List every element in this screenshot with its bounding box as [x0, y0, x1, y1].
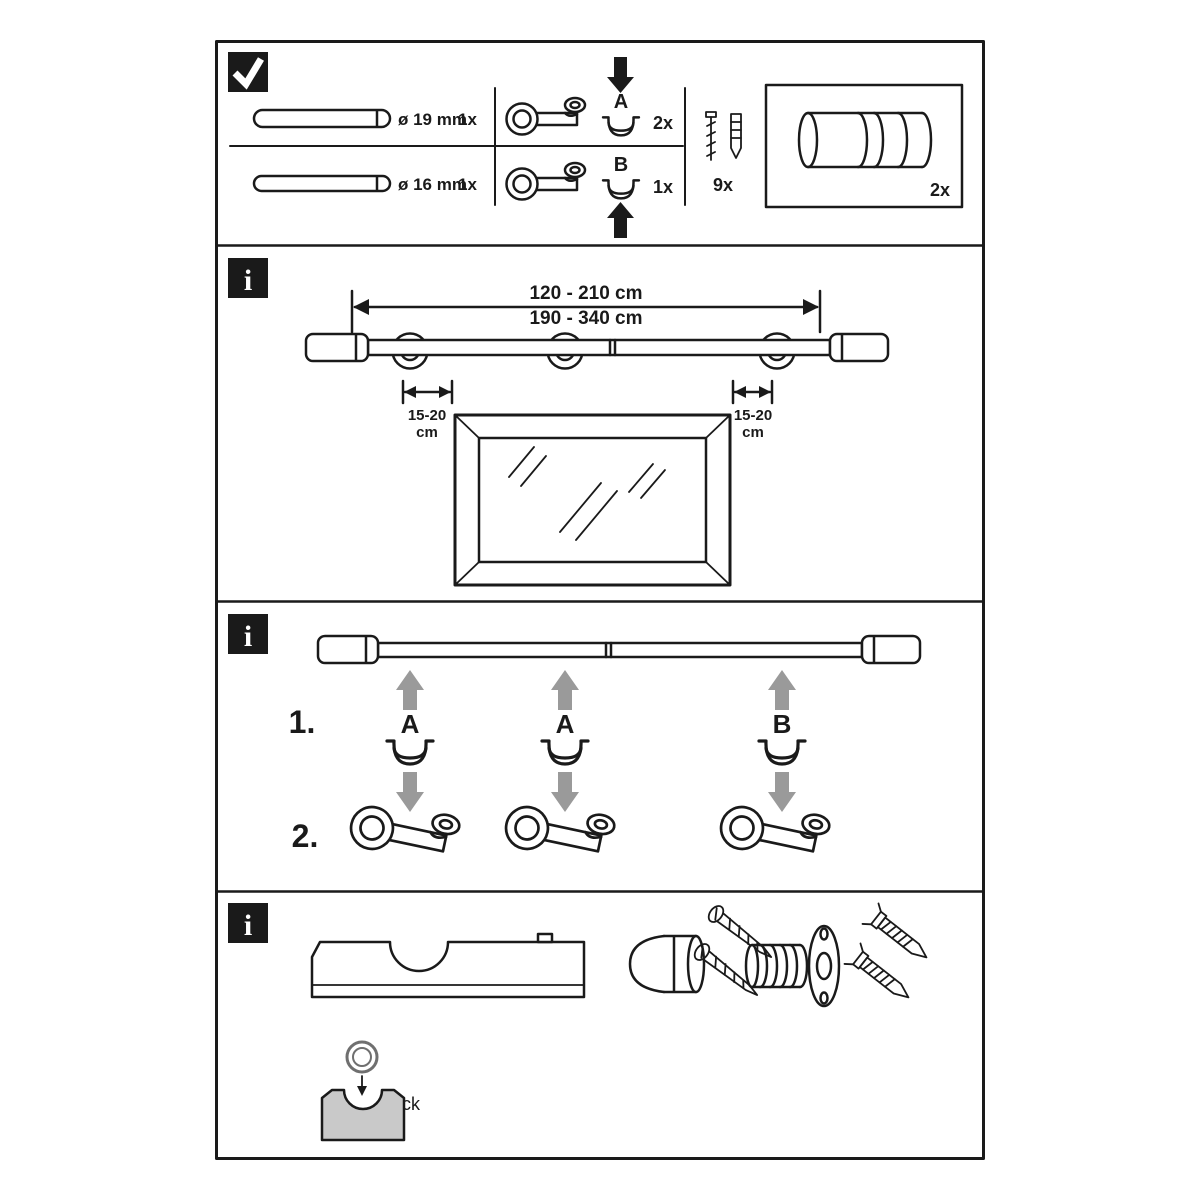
- info-badge-sizing: i: [228, 258, 268, 298]
- glass-reflection-lines: [508, 446, 666, 541]
- rod-19-label: ø 19 mm: [398, 110, 467, 129]
- clip-a-label: A: [614, 91, 628, 113]
- up-arrow-icon: [607, 202, 634, 238]
- down-arrow-icon: [396, 772, 424, 812]
- clip-b-drawing: [601, 179, 641, 200]
- section-fixing: i: [228, 902, 936, 1142]
- offset-dimension-left: 15-20 cm: [401, 379, 454, 441]
- rod-16-label: ø 16 mm: [398, 175, 467, 194]
- down-arrow-icon: [768, 772, 796, 812]
- up-arrow-icon: [396, 670, 424, 710]
- rail-profile-drawing: [310, 932, 586, 999]
- rod-drawing: [316, 634, 922, 665]
- wall-bracket-drawing-2: [505, 161, 587, 201]
- rod-16-drawing: [252, 174, 392, 193]
- clip-a-qty: 2x: [653, 113, 673, 133]
- length-range-long: 190 - 340 cm: [529, 308, 642, 329]
- screws-drawing: [705, 111, 742, 161]
- clip-row: [385, 739, 807, 766]
- rod-16-qty: 1x: [458, 175, 477, 194]
- up-arrow-icon: [768, 670, 796, 710]
- window-drawing: [453, 413, 732, 587]
- end-cap-box: 2x: [764, 83, 964, 209]
- step-2-label: 2.: [292, 818, 319, 854]
- clip-block-drawing: [320, 1088, 406, 1142]
- check-badge: [228, 52, 268, 92]
- offset-left-value: 15-20: [408, 407, 446, 424]
- screws-qty: 9x: [713, 175, 733, 195]
- parts-grid-lines: [229, 87, 686, 206]
- rod-19-drawing: [252, 108, 392, 129]
- clip-b-label: B: [614, 154, 628, 176]
- end-cap-qty: 2x: [930, 180, 950, 200]
- offset-right-value: 15-20: [734, 407, 772, 424]
- down-arrow-icon: [551, 772, 579, 812]
- small-down-arrow-icon: [357, 1086, 367, 1096]
- clip-b-qty: 1x: [653, 177, 673, 197]
- curtain-rod-drawing: [304, 332, 890, 370]
- clip-a-drawing: [601, 116, 641, 137]
- click-detail-drawing: Click: [320, 1040, 421, 1142]
- wall-bracket-drawing-1: [505, 96, 587, 136]
- section-sizing: i 120 - 210 cm 190 - 340 cm: [228, 258, 890, 587]
- clip-label-1: A: [401, 709, 420, 739]
- step-1-label: 1.: [289, 704, 316, 740]
- fastener-exploded-drawing: [628, 902, 936, 1009]
- info-badge-mounting: i: [228, 614, 268, 654]
- clip-label-2: A: [556, 709, 575, 739]
- ring-drawing: [345, 1040, 379, 1074]
- wall-anchors-drawing: [843, 902, 936, 1009]
- rod-19-qty: 1x: [458, 110, 477, 129]
- info-icon: i: [244, 264, 252, 297]
- offset-right-unit: cm: [742, 424, 764, 441]
- clip-label-3: B: [773, 709, 792, 739]
- end-cap-drawing: [797, 111, 933, 169]
- info-badge-fixing: i: [228, 903, 268, 943]
- checkmark-icon: [232, 57, 265, 90]
- section-mounting: i 1. A A B 2.: [228, 614, 922, 868]
- frame-border: [215, 40, 985, 1160]
- knob-drawing: [628, 934, 706, 994]
- info-icon: i: [244, 620, 252, 653]
- length-range-short: 120 - 210 cm: [529, 283, 642, 304]
- threaded-stud-drawing: [744, 943, 809, 989]
- up-arrow-icon: [551, 670, 579, 710]
- section-parts-list: ø 19 mm 1x A 2x ø 16 mm 1x B 1x: [228, 52, 964, 238]
- bracket-row: [345, 794, 833, 868]
- offset-left-unit: cm: [416, 424, 438, 441]
- info-icon: i: [244, 909, 252, 942]
- down-arrow-icon: [607, 57, 634, 93]
- length-dimension: 120 - 210 cm 190 - 340 cm: [350, 283, 822, 334]
- wall-plate-drawing: [807, 924, 841, 1008]
- offset-dimension-right: 15-20 cm: [731, 379, 774, 441]
